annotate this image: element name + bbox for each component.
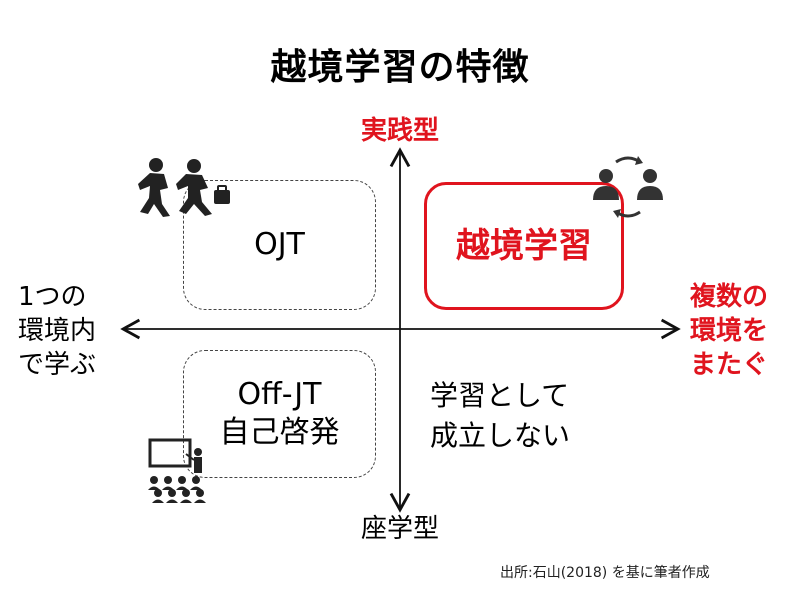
source-note: 出所:石山(2018) を基に筆者作成 xyxy=(500,565,710,581)
page-title: 越境学習の特徴 xyxy=(270,47,530,88)
quadrant-offjt-box: Off-JT 自己啓発 xyxy=(183,350,376,478)
axis-label-right-line1: 複数の xyxy=(690,282,769,312)
axis-label-bottom: 座学型 xyxy=(360,514,439,544)
axis-label-right-line3: またぐ xyxy=(690,350,769,380)
axis-label-right-line2: 環境を xyxy=(690,316,769,346)
axis-label-top: 実践型 xyxy=(360,116,439,146)
axis-label-left-line2: 環境内 xyxy=(18,316,97,346)
quadrant-none-line2: 成立しない xyxy=(430,419,571,452)
people-exchange-icon xyxy=(593,156,663,218)
quadrant-offjt-line1: Off-JT xyxy=(237,377,322,412)
quadrant-ekkyo-box: 越境学習 xyxy=(424,182,624,310)
axis-label-left-line1: 1つの xyxy=(18,282,87,312)
axis-label-left: 1つの 環境内 で学ぶ xyxy=(18,280,128,382)
axis-label-right: 複数の 環境を またぐ xyxy=(690,280,790,382)
running-businesspeople-icon xyxy=(138,158,230,217)
axis-label-left-line3: で学ぶ xyxy=(18,350,97,380)
lecture-classroom-icon xyxy=(148,438,206,503)
quadrant-ekkyo-label: 越境学習 xyxy=(456,226,592,266)
quadrant-offjt-line2: 自己啓発 xyxy=(219,415,340,450)
quadrant-ojt-label: OJT xyxy=(254,227,305,262)
quadrant-none: 学習として 成立しない xyxy=(430,376,630,456)
quadrant-ojt-box: OJT xyxy=(183,180,376,310)
quadrant-none-line1: 学習として xyxy=(430,379,570,412)
